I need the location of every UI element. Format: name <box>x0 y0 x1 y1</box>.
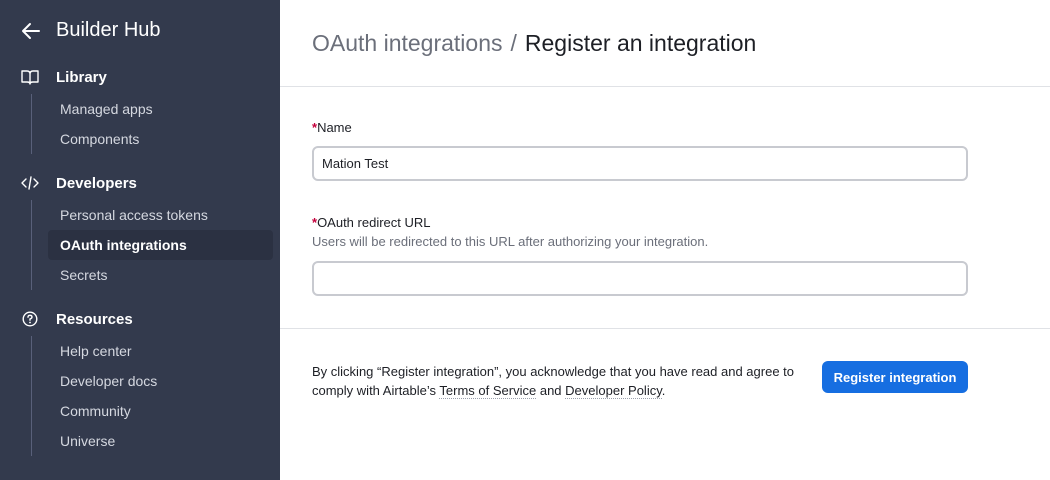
sidebar-section-resources[interactable]: Resources <box>20 308 133 330</box>
page-title: Register an integration <box>524 29 757 56</box>
sidebar-item-developer-docs[interactable]: Developer docs <box>60 373 158 389</box>
redirect-field-label: *OAuth redirect URL <box>312 215 968 230</box>
required-marker: * <box>312 215 318 230</box>
redirect-help-text: Users will be redirected to this URL aft… <box>312 234 709 249</box>
book-icon <box>20 67 40 87</box>
developer-policy-link[interactable]: Developer Policy <box>565 383 662 399</box>
sidebar-item-managed-apps[interactable]: Managed apps <box>60 101 153 117</box>
register-integration-button[interactable]: Register integration <box>822 361 968 393</box>
help-circle-icon <box>20 309 40 329</box>
name-input[interactable] <box>312 146 968 181</box>
register-form: *Name *OAuth redirect URL Users will be … <box>312 120 968 296</box>
sidebar-section-library[interactable]: Library <box>20 66 107 88</box>
app-title: Builder Hub <box>56 19 161 41</box>
page-header: OAuth integrations / Register an integra… <box>280 0 1050 87</box>
sidebar-item-components[interactable]: Components <box>60 131 140 147</box>
sidebar-item-universe[interactable]: Universe <box>60 433 116 449</box>
sidebar-item-secrets[interactable]: Secrets <box>60 267 108 283</box>
section-divider <box>280 328 1050 329</box>
redirect-label-text: OAuth redirect URL <box>317 215 431 230</box>
sidebar-item-help-center[interactable]: Help center <box>60 343 132 359</box>
sidebar-section-label: Developers <box>56 174 137 192</box>
redirect-url-input[interactable] <box>312 261 968 296</box>
sidebar-section-label: Library <box>56 68 107 86</box>
terms-of-service-link[interactable]: Terms of Service <box>439 383 537 399</box>
name-label-text: Name <box>317 120 352 135</box>
resources-nav-group: Help center Developer docs Community Uni… <box>31 336 272 456</box>
consent-suffix: . <box>661 383 666 398</box>
sidebar-item-oauth-integrations[interactable]: OAuth integrations <box>48 230 273 260</box>
name-field-label: *Name <box>312 120 968 135</box>
sidebar-item-personal-access-tokens[interactable]: Personal access tokens <box>60 207 208 223</box>
sidebar-section-label: Resources <box>56 310 133 328</box>
consent-prefix: By clicking “Register integration”, you … <box>312 364 795 398</box>
consent-and: and <box>536 383 566 398</box>
back-arrow-icon[interactable] <box>20 20 42 42</box>
required-marker: * <box>312 120 318 135</box>
code-icon <box>20 173 40 193</box>
library-nav-group: Managed apps Components <box>31 94 272 154</box>
breadcrumb-parent-link[interactable]: OAuth integrations <box>312 29 503 56</box>
sidebar: Builder Hub Library Managed apps Compone… <box>0 0 280 480</box>
sidebar-section-developers[interactable]: Developers <box>20 172 137 194</box>
developers-nav-group: Personal access tokens OAuth integration… <box>31 200 273 290</box>
sidebar-item-community[interactable]: Community <box>60 403 131 419</box>
breadcrumb-separator: / <box>510 29 517 56</box>
consent-text: By clicking “Register integration”, you … <box>312 362 812 400</box>
main-content: OAuth integrations / Register an integra… <box>280 0 1050 480</box>
